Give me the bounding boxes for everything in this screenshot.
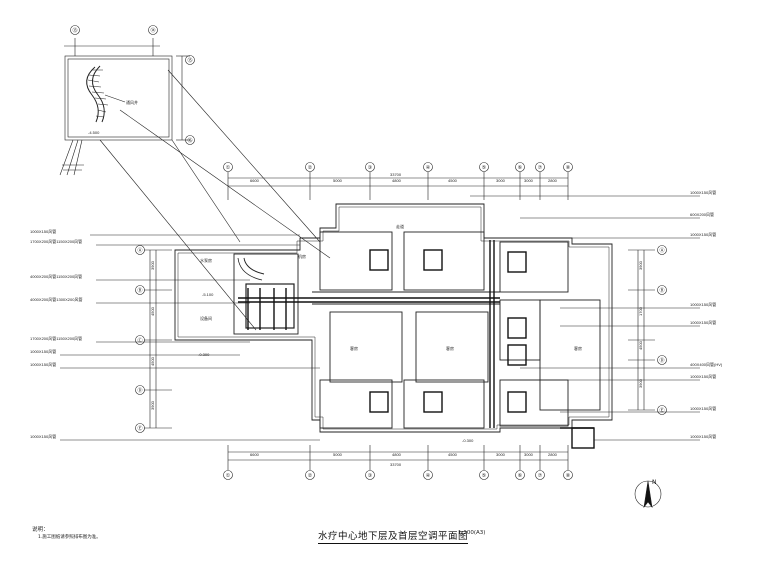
room-pump: 水泵房 [200, 257, 212, 263]
right-annotation-3: 1000X150风管 [690, 231, 716, 237]
dim-top-2: 5000 [333, 178, 343, 183]
notes-item: 1.施工图纸请参照排布图为准。 [38, 535, 101, 540]
dim-bottom-1: 6600 [250, 452, 260, 457]
left-annotation-8: 1000X150风管 [30, 433, 56, 439]
axis-bottom-6: ⑥ [518, 473, 523, 479]
axis-top-1: ① [226, 165, 231, 171]
axis-right-2: Ⓑ [659, 287, 664, 294]
left-leaders [60, 234, 320, 441]
top-dimension [227, 172, 569, 200]
axis-inset-1: ⑬ [72, 27, 77, 34]
left-annotation-7: 1000X150风管 [30, 361, 56, 367]
left-annotation-4: 4000X200风管1300X200风管 [30, 296, 82, 302]
axis-top-8: ⑧ [566, 165, 571, 171]
level-3: -0.300 [462, 438, 474, 443]
axis-top-5: ⑤ [482, 165, 486, 171]
axis-left-5: Ⓔ [137, 425, 142, 432]
axis-top-2: ② [308, 165, 313, 171]
axis-top-7: ⑦ [538, 165, 543, 171]
dim-top-1: 6600 [250, 178, 260, 183]
stair-inset [59, 25, 195, 176]
left-annotation-3: 4000X200风管1150X200风管 [30, 273, 82, 279]
right-annotation-8: 1000X150风管 [690, 405, 716, 411]
notes-heading: 说明： [32, 527, 49, 533]
dim-right-3: 4500 [638, 340, 643, 350]
left-annotation-5: 1700X200风管1150X200风管 [30, 335, 82, 341]
right-annotation-7: 1000X150风管 [690, 373, 716, 379]
dim-right-4: 3900 [638, 378, 643, 388]
axis-top-4: ④ [426, 165, 431, 171]
room-equipment: 设备间 [200, 315, 212, 321]
axis-inset-2: ⑭ [150, 27, 155, 34]
dim-bottom-6: 3000 [524, 452, 534, 457]
dim-top-3: 4800 [392, 178, 402, 183]
right-annotation-4: 1000X150风管 [690, 301, 716, 307]
axis-right-3: Ⓓ [659, 357, 664, 364]
dim-top-5: 3000 [496, 178, 506, 183]
axis-right-1: Ⓐ [659, 247, 664, 254]
bottom-dimension [227, 445, 569, 470]
dim-left-3: 4500 [150, 356, 155, 366]
dim-bottom-5: 3000 [496, 452, 506, 457]
dim-right-2: 1700 [638, 306, 643, 316]
dim-bottom-4: 4500 [448, 452, 458, 457]
dim-bottom-3: 4800 [392, 452, 402, 457]
dim-bottom-2: 5000 [333, 452, 343, 457]
dim-top-6: 3000 [524, 178, 534, 183]
right-annotation-6: 400X400风管(HV) [690, 361, 723, 367]
axis-bottom-8: ⑧ [566, 473, 571, 479]
right-annotation-1: 1000X150风管 [690, 189, 716, 195]
right-annotation-9: 1000X150风管 [690, 433, 716, 439]
axis-bubbles [135, 162, 667, 480]
left-annotation-6: 1000X150风管 [30, 348, 56, 354]
right-leaders [470, 195, 700, 441]
room-3: 客房 [574, 345, 582, 351]
room-corridor: 走道 [396, 223, 404, 229]
level-1: -5.100 [202, 292, 214, 297]
room-1: 客房 [350, 345, 358, 351]
axis-inset-4: ⑯ [187, 137, 192, 144]
axis-inset-3: ⑮ [187, 57, 192, 64]
north-label: N [652, 479, 657, 486]
ductwork [238, 240, 595, 449]
axis-bottom-2: ② [308, 473, 313, 479]
left-annotation-1: 1000X150风管 [30, 228, 56, 234]
left-dimension [144, 249, 172, 429]
level-2: -0.300 [198, 352, 210, 357]
level-inset: -4.500 [88, 130, 100, 135]
axis-top-3: ③ [368, 165, 372, 171]
dim-left-2: 4500 [150, 306, 155, 316]
inset-label: 通风井 [126, 99, 138, 105]
drawing-title: 水疗中心地下层及首层空调平面图 [318, 528, 469, 544]
room-machine: 机房 [298, 253, 306, 259]
right-dimension [628, 249, 655, 411]
right-annotation-5: 1000X150风管 [690, 319, 716, 325]
axis-left-3: Ⓒ [137, 337, 142, 344]
axis-bottom-4: ④ [426, 473, 431, 479]
axis-bottom-3: ③ [368, 473, 372, 479]
dim-top-4: 4500 [448, 178, 458, 183]
axis-left-4: Ⓓ [137, 387, 142, 394]
dim-bottom-7: 2800 [548, 452, 558, 457]
right-annotation-2: 600X200风管 [690, 211, 714, 217]
axis-top-6: ⑥ [518, 165, 523, 171]
axis-bottom-5: ⑤ [482, 473, 486, 479]
room-2: 客房 [446, 345, 454, 351]
drawing-scale: 1:100(A3) [458, 530, 486, 536]
dim-left-1: 3900 [150, 260, 155, 270]
left-annotation-2: 1700X200风管1150X200风管 [30, 238, 82, 244]
dim-bottom-total: 33700 [390, 462, 402, 467]
axis-bottom-7: ⑦ [538, 473, 543, 479]
dim-left-4: 3900 [150, 400, 155, 410]
axis-left-1: Ⓐ [137, 247, 142, 254]
dim-top-total: 33700 [390, 172, 402, 177]
axis-left-2: Ⓑ [137, 287, 142, 294]
axis-right-4: Ⓔ [659, 407, 664, 414]
dim-top-7: 2800 [548, 178, 558, 183]
axis-bottom-1: ① [226, 473, 231, 479]
dim-right-1: 3900 [638, 260, 643, 270]
building-outline [174, 203, 613, 433]
north-arrow [634, 480, 662, 509]
